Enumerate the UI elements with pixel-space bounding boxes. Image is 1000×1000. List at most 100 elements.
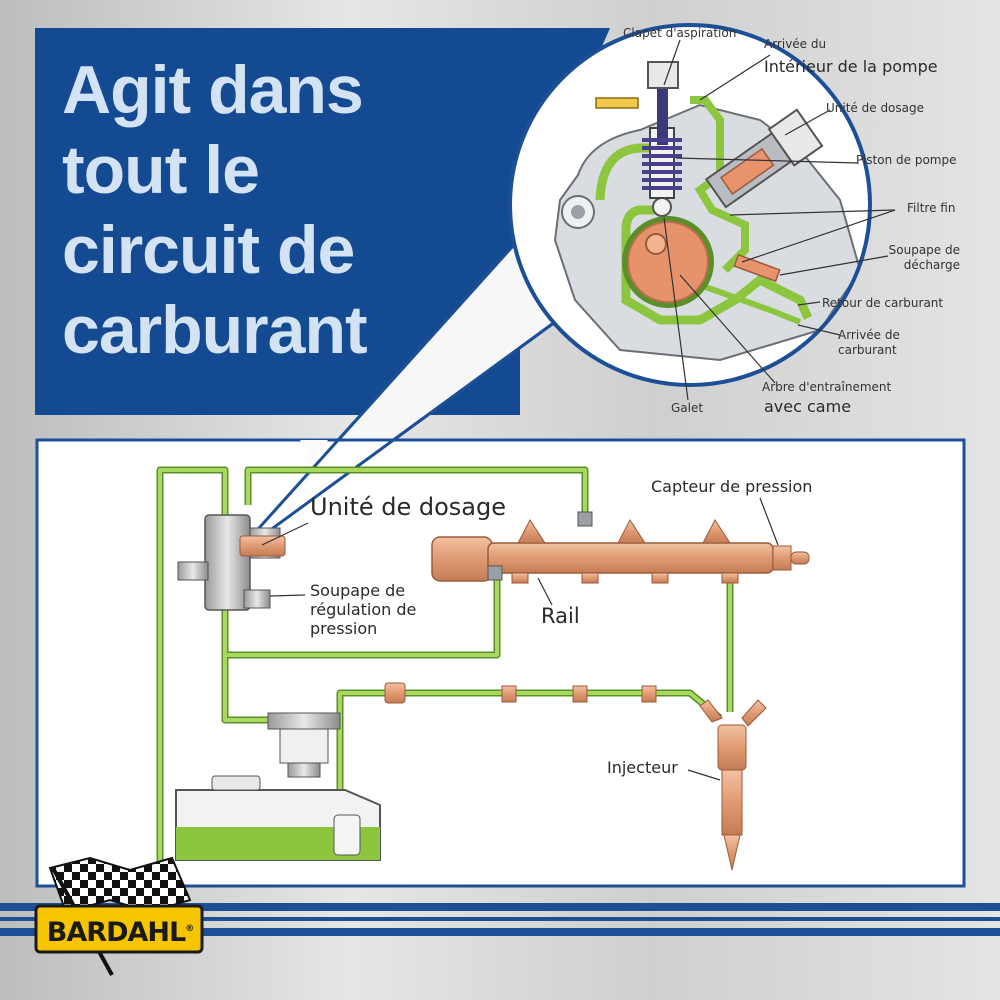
rail-end-left	[431, 536, 493, 582]
tank-filler-cap	[211, 775, 261, 791]
leader-soupape	[779, 255, 889, 276]
injector-nozzle	[723, 834, 741, 871]
tank-pickup	[333, 814, 361, 856]
high-pressure-pump	[177, 514, 286, 611]
fuel-tank	[175, 775, 381, 861]
label-capteur-pression: Capteur de pression	[651, 477, 813, 496]
headline: Agit dans tout le circuit de carburant	[62, 50, 482, 370]
leader-filtre-2	[741, 209, 896, 263]
headline-line-1: Agit dans	[62, 52, 364, 128]
fuel-passage-main	[595, 143, 813, 325]
return-coupling	[384, 682, 406, 704]
piston-spring	[642, 138, 682, 190]
label-arrivee-du: Arrivée du	[764, 37, 827, 51]
label-soupape-regulation-line-3: pression	[310, 619, 378, 638]
leader-arrivee	[797, 324, 841, 336]
stripe-2	[0, 917, 1000, 921]
leader-piston	[675, 157, 859, 164]
headline-line-4: carburant	[62, 292, 368, 368]
rail-outlet-3	[651, 572, 669, 584]
line-tank-feed	[158, 468, 227, 870]
inlet-yellow-fitting	[595, 97, 639, 109]
system-leader-lines	[261, 497, 779, 781]
label-soupape-decharge: Soupape de décharge	[860, 243, 960, 273]
label-injecteur: Injecteur	[607, 758, 678, 777]
label-interieur-pompe: Intérieur de la pompe	[764, 57, 938, 76]
pump-body	[204, 514, 251, 611]
label-arrivee-carburant-line-1: Arrivée de	[838, 328, 900, 342]
zoom-callout-inner	[236, 440, 328, 554]
leader-interieur	[699, 54, 771, 101]
label-clapet-aspiration: Clapet d'aspiration	[623, 26, 737, 40]
discharge-valve	[733, 253, 781, 283]
label-filtre-fin: Filtre fin	[907, 201, 956, 215]
label-rail: Rail	[541, 604, 580, 628]
leader-filtre-1	[729, 209, 896, 216]
label-soupape-decharge-line-1: Soupape de	[888, 243, 960, 257]
line-filter-in	[223, 655, 268, 722]
cam-roller	[645, 233, 667, 255]
callout-edge-right	[231, 320, 556, 560]
injector-shaft	[721, 769, 743, 836]
rail-body	[487, 542, 774, 574]
line-pump-rail	[246, 468, 587, 520]
fuel-filter	[267, 712, 341, 778]
roller-galet	[652, 197, 672, 217]
inlet-valve-body	[647, 61, 679, 89]
callout-edge-left	[230, 236, 522, 560]
label-unite-dosage-system: Unité de dosage	[310, 493, 507, 521]
injector	[699, 699, 767, 871]
leader-clapet	[663, 39, 681, 86]
label-arbre-entrainement: Arbre d'entraînement	[762, 380, 892, 394]
rail-bracket-2	[617, 519, 646, 544]
label-arrivee-carburant-line-2: carburant	[838, 343, 897, 357]
common-rail	[431, 511, 810, 584]
headline-line-3: circuit de	[62, 212, 355, 288]
piston-rod	[657, 85, 668, 145]
leader-retour	[797, 301, 821, 306]
regulation-valve-fitting	[487, 565, 503, 581]
drive-shaft-cam	[627, 221, 709, 303]
leader-sys-soupape	[269, 594, 306, 597]
rail-inlet-fitting	[577, 511, 593, 527]
label-soupape-regulation: Soupape de régulation de pression	[310, 581, 416, 638]
filter-drain	[287, 762, 321, 778]
pump-cross-section	[553, 61, 862, 362]
headline-line-2: tout le	[62, 132, 260, 208]
pressure-sensor-tip	[790, 551, 810, 565]
injector-return-port	[699, 699, 723, 723]
leader-arbre	[679, 274, 776, 384]
label-soupape-regulation-line-2: régulation de	[310, 600, 417, 619]
stripe-3	[0, 928, 1000, 936]
rail-bracket-1	[517, 519, 546, 544]
bardahl-logo	[34, 856, 204, 976]
pressure-sensor	[772, 545, 792, 571]
line-regulation	[223, 575, 499, 657]
brand-wordmark: BARDAHL	[46, 917, 186, 948]
label-soupape-regulation-line-1: Soupape de	[310, 581, 406, 600]
rail-outlet-1	[511, 572, 529, 584]
label-avec-came: avec came	[764, 397, 852, 416]
rail-outlet-2	[581, 572, 599, 584]
rail-outlet-4	[721, 572, 739, 584]
label-arrivee-carburant: Arrivée de carburant	[838, 328, 900, 358]
filter-bowl	[279, 728, 329, 764]
tank-fuel-level	[176, 827, 380, 860]
return-connector-3	[641, 685, 657, 703]
leader-sys-rail	[537, 577, 553, 606]
metering-connector	[767, 108, 824, 167]
leader-sys-injecteur	[687, 769, 721, 781]
mount-hole-center	[571, 205, 585, 219]
fuel-passage-upper	[690, 96, 749, 273]
fuel-return-line	[698, 282, 802, 325]
stripe-1	[0, 903, 1000, 911]
leader-galet	[663, 217, 689, 401]
pump-leader-lines	[663, 39, 896, 401]
pump-outlet	[243, 589, 271, 609]
injector-body	[717, 724, 747, 771]
pump-metering-unit	[239, 535, 286, 557]
logo-plate	[34, 904, 204, 954]
label-retour-carburant: Retour de carburant	[822, 296, 944, 310]
leader-sys-capteur	[759, 497, 779, 546]
